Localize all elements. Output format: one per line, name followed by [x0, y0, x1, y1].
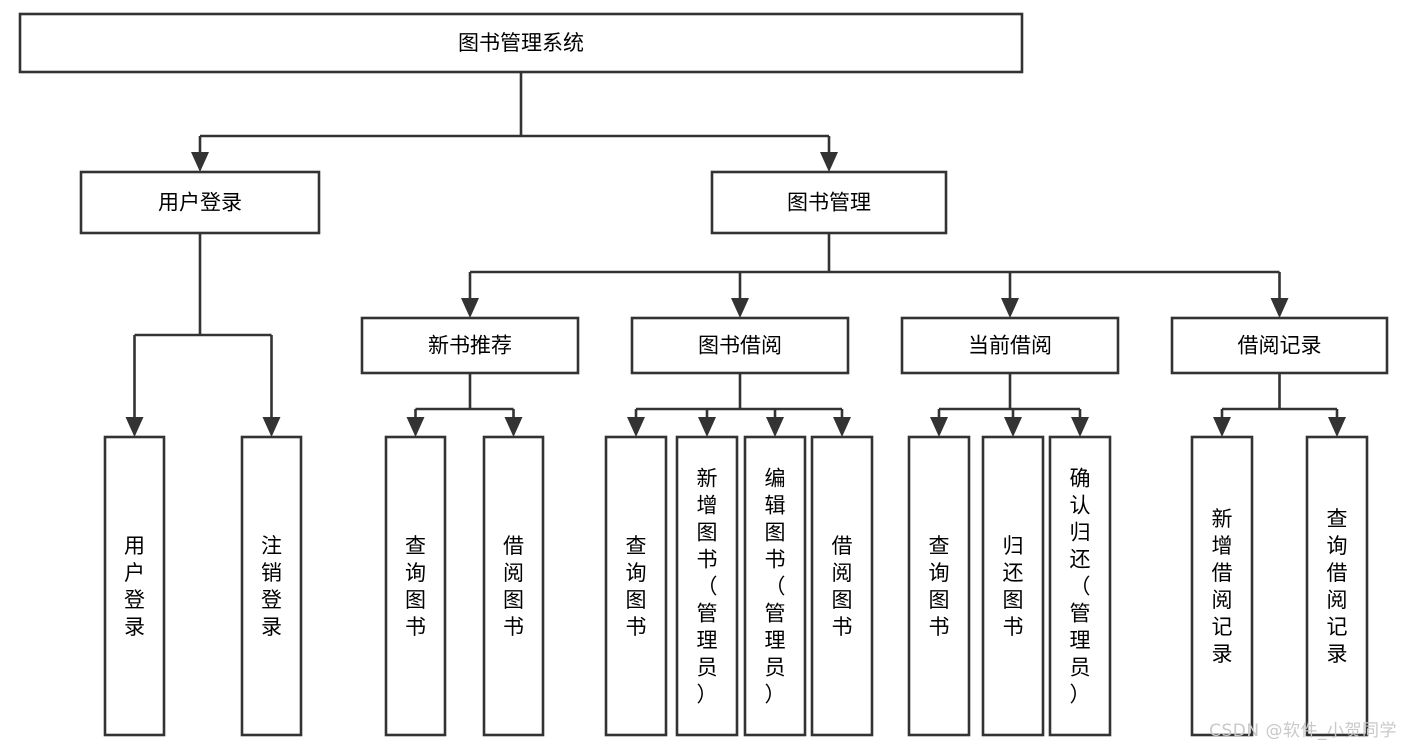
node-label-l-re-query: 查询借阅记录 — [1327, 507, 1348, 666]
node-l-bo-borrow[interactable]: 借阅图书 — [810, 435, 874, 737]
edge-group-newbook — [406, 373, 523, 437]
node-label-l-cu-conf: 确认归还（管理员） — [1070, 467, 1091, 707]
node-newbook[interactable]: 新书推荐 — [360, 316, 580, 375]
node-l-bo-add[interactable]: 新增图书（管理员） — [675, 435, 739, 737]
edge-group-login — [125, 233, 281, 437]
node-l-cu-conf[interactable]: 确认归还（管理员） — [1048, 435, 1112, 737]
node-box-newbook[interactable] — [360, 316, 580, 375]
node-box-l-re-query[interactable] — [1305, 435, 1369, 737]
node-label-root: 图书管理系统 — [458, 31, 584, 55]
node-label-l-bo-query: 查询图书 — [626, 534, 647, 639]
node-label-l-login: 用户登录 — [124, 534, 145, 639]
node-box-current[interactable] — [900, 316, 1120, 375]
connector-layer — [125, 72, 1346, 437]
node-label-l-logout: 注销登录 — [261, 534, 282, 639]
edge-group-current — [930, 373, 1089, 437]
node-l-login[interactable]: 用户登录 — [103, 435, 166, 737]
node-label-l-nb-borrow: 借阅图书 — [503, 534, 524, 639]
node-l-nb-query[interactable]: 查询图书 — [384, 435, 447, 737]
node-label-borrow: 图书借阅 — [698, 334, 782, 358]
node-l-cu-return[interactable]: 归还图书 — [981, 435, 1045, 737]
node-label-current: 当前借阅 — [968, 334, 1052, 358]
node-layer: 图书管理系统用户登录图书管理新书推荐图书借阅当前借阅借阅记录用户登录注销登录查询… — [18, 12, 1389, 737]
node-label-l-re-add: 新增借阅记录 — [1212, 507, 1233, 666]
edge-group-records — [1213, 373, 1346, 437]
node-box-l-re-add[interactable] — [1190, 435, 1254, 737]
node-box-l-bo-add[interactable] — [675, 435, 739, 737]
node-box-l-nb-query[interactable] — [384, 435, 447, 737]
node-box-l-bo-borrow[interactable] — [810, 435, 874, 737]
node-label-records: 借阅记录 — [1238, 334, 1322, 358]
node-label-bookmgmt: 图书管理 — [787, 191, 871, 215]
node-box-l-nb-borrow[interactable] — [482, 435, 545, 737]
node-box-l-cu-conf[interactable] — [1048, 435, 1112, 737]
node-l-cu-query[interactable]: 查询图书 — [907, 435, 971, 737]
node-borrow[interactable]: 图书借阅 — [630, 316, 850, 375]
node-l-re-add[interactable]: 新增借阅记录 — [1190, 435, 1254, 737]
node-l-nb-borrow[interactable]: 借阅图书 — [482, 435, 545, 737]
node-box-records[interactable] — [1170, 316, 1389, 375]
edge-group-root — [191, 72, 838, 172]
node-l-bo-query[interactable]: 查询图书 — [604, 435, 668, 737]
node-l-logout[interactable]: 注销登录 — [240, 435, 303, 737]
node-label-l-nb-query: 查询图书 — [405, 534, 426, 639]
node-label-l-cu-return: 归还图书 — [1003, 534, 1024, 639]
node-box-l-cu-return[interactable] — [981, 435, 1045, 737]
node-label-l-cu-query: 查询图书 — [929, 534, 950, 639]
node-label-newbook: 新书推荐 — [428, 334, 512, 358]
node-box-bookmgmt[interactable] — [710, 170, 948, 235]
node-box-l-bo-query[interactable] — [604, 435, 668, 737]
node-box-l-logout[interactable] — [240, 435, 303, 737]
node-box-login[interactable] — [79, 170, 321, 235]
node-l-bo-edit[interactable]: 编辑图书（管理员） — [743, 435, 807, 737]
node-login[interactable]: 用户登录 — [79, 170, 321, 235]
node-box-borrow[interactable] — [630, 316, 850, 375]
node-bookmgmt[interactable]: 图书管理 — [710, 170, 948, 235]
node-box-l-login[interactable] — [103, 435, 166, 737]
node-label-login: 用户登录 — [158, 191, 242, 215]
node-l-re-query[interactable]: 查询借阅记录 — [1305, 435, 1369, 737]
node-current[interactable]: 当前借阅 — [900, 316, 1120, 375]
node-label-l-bo-borrow: 借阅图书 — [832, 534, 853, 639]
node-box-root[interactable] — [18, 12, 1024, 74]
watermark-label: CSDN @软件_小贺同学 — [1209, 721, 1397, 741]
node-records[interactable]: 借阅记录 — [1170, 316, 1389, 375]
node-label-l-bo-add: 新增图书（管理员） — [697, 467, 718, 707]
edge-group-bookmgmt — [461, 233, 1289, 318]
node-root[interactable]: 图书管理系统 — [18, 12, 1024, 74]
edge-group-borrow — [627, 373, 851, 437]
node-box-l-bo-edit[interactable] — [743, 435, 807, 737]
node-box-l-cu-query[interactable] — [907, 435, 971, 737]
node-label-l-bo-edit: 编辑图书（管理员） — [765, 467, 786, 707]
